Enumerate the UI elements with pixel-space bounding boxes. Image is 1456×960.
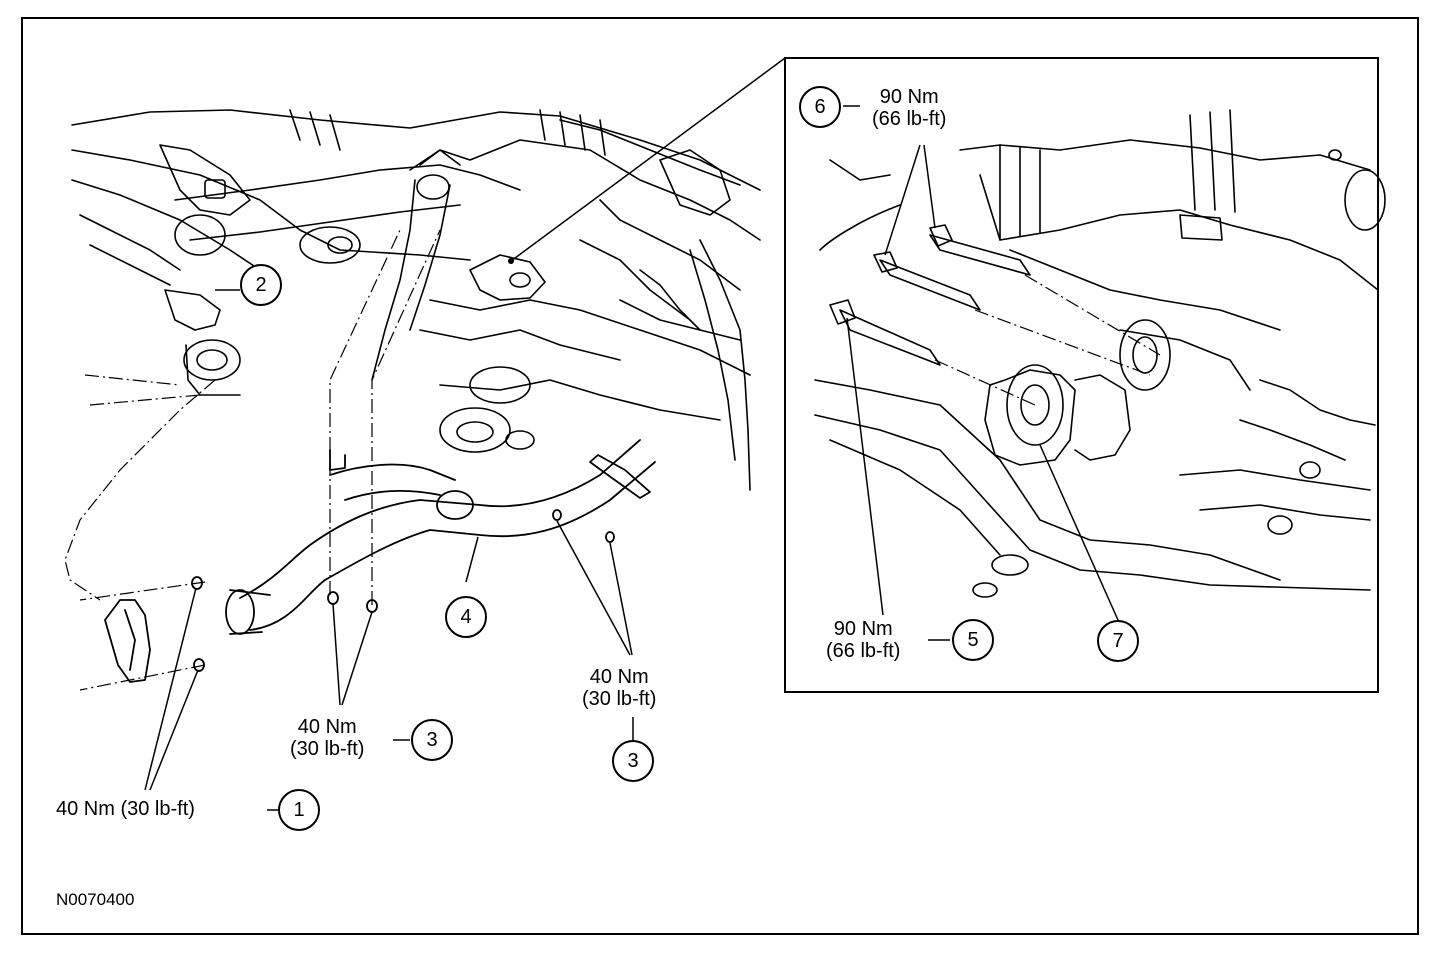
- detail-inset-frame: [784, 57, 1379, 693]
- inset-drawing: [814, 109, 1386, 598]
- figure-id: N0070400: [56, 890, 135, 909]
- callout-2: 2: [240, 264, 282, 306]
- callout-5: 5: [952, 619, 994, 661]
- alignment-lines: [64, 229, 441, 691]
- callout-7: 7: [1097, 620, 1139, 662]
- callout-1: 1: [278, 789, 320, 831]
- torque-label-3-right: 40 Nm (30 lb-ft): [582, 666, 657, 710]
- callout-3-right: 3: [612, 740, 654, 782]
- exhaust-pipe-drawing: [104, 439, 656, 683]
- subframe-drawing: [71, 109, 761, 491]
- callout-4: 4: [445, 596, 487, 638]
- torque-label-6: 90 Nm (66 lb-ft): [872, 86, 947, 130]
- leader-lines: [144, 289, 634, 811]
- inset-leader: [510, 57, 786, 262]
- callout-3-left: 3: [411, 719, 453, 761]
- inset-alignment-lines: [934, 274, 1161, 406]
- inset-leader-lines: [843, 105, 1119, 641]
- torque-label-3-left: 40 Nm (30 lb-ft): [290, 716, 365, 760]
- torque-label-5: 90 Nm (66 lb-ft): [826, 618, 901, 662]
- torque-label-1: 40 Nm (30 lb-ft): [56, 798, 195, 820]
- callout-6: 6: [799, 86, 841, 128]
- outer-frame: [21, 17, 1419, 935]
